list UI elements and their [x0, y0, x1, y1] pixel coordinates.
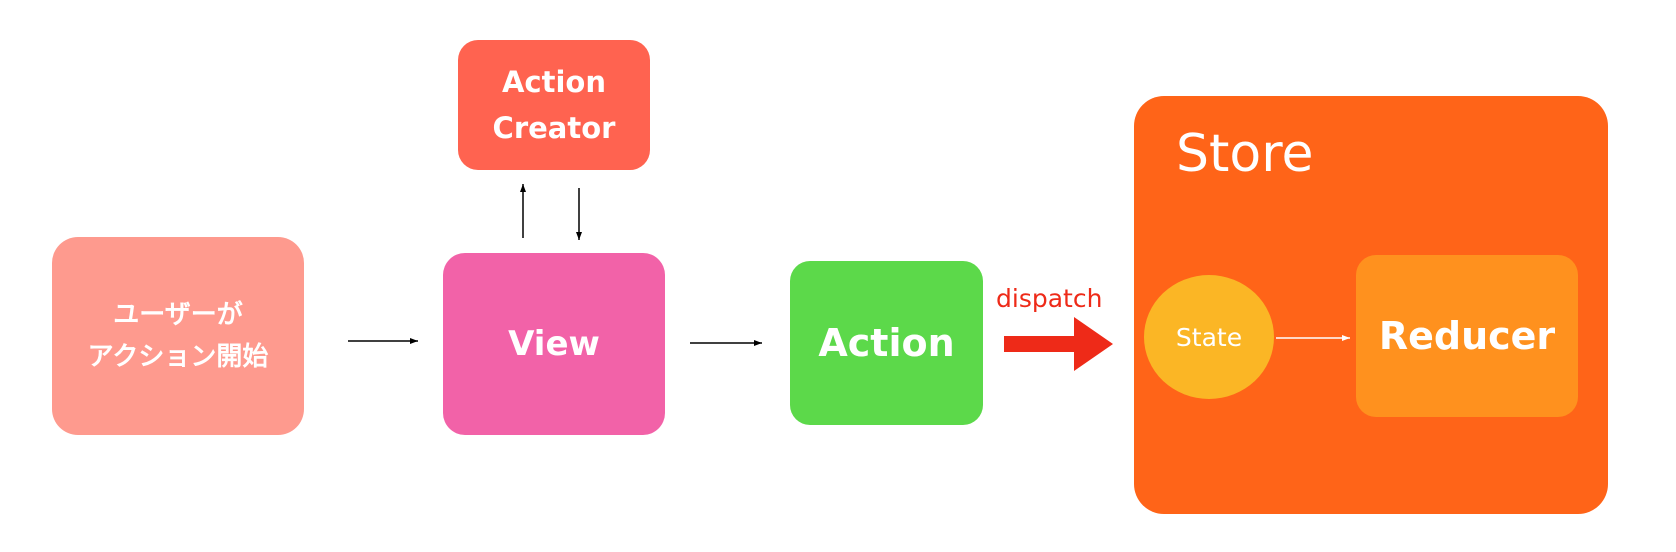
action-label: Action — [818, 321, 955, 365]
action-node: Action — [790, 261, 983, 425]
reducer-node: Reducer — [1356, 255, 1578, 417]
action-creator-label: Action Creator — [492, 65, 616, 145]
state-node: State — [1144, 275, 1274, 399]
state-label: State — [1175, 322, 1243, 352]
user-action-node: ユーザーが アクション開始 — [52, 237, 304, 435]
view-node: View — [443, 253, 665, 435]
user-action-label: ユーザーが アクション開始 — [87, 300, 269, 372]
store-title: Store — [1176, 124, 1314, 184]
view-label: View — [508, 324, 600, 364]
action-creator-node: Action Creator — [458, 40, 650, 170]
dispatch-label: dispatch — [996, 284, 1103, 313]
reducer-label: Reducer — [1378, 314, 1556, 358]
dispatch-arrow — [1004, 317, 1113, 371]
